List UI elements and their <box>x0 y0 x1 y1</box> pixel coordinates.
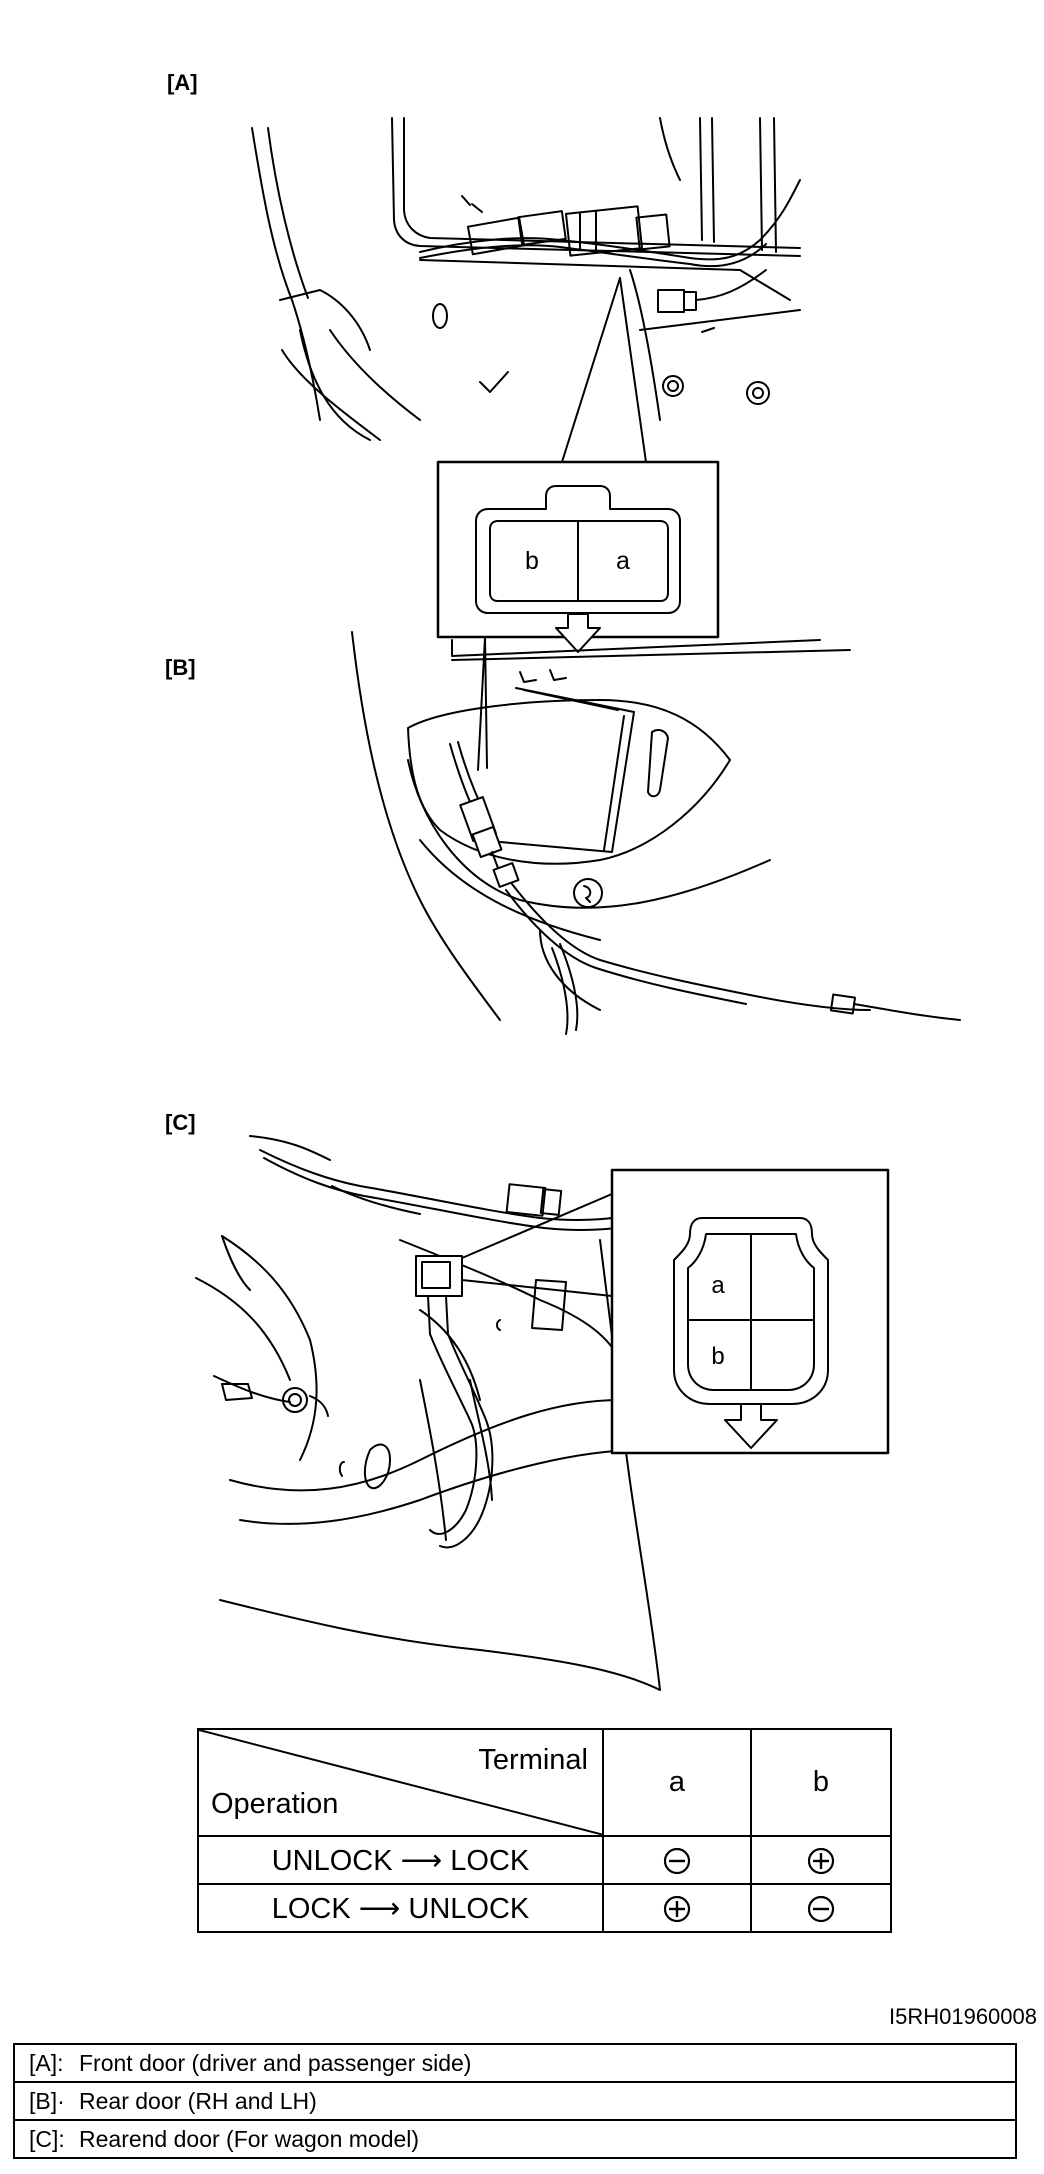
plus-circle-icon <box>807 1847 835 1874</box>
row-operation-lock-to-unlock: LOCK ⟶ UNLOCK <box>197 1883 604 1933</box>
panel-a-label: [A] <box>167 70 198 95</box>
table-row: UNLOCK ⟶ LOCK <box>197 1835 892 1885</box>
legend-cell: [C]: Rearend door (For wagon model) <box>13 2119 1017 2159</box>
panel-c-label: [C] <box>165 1110 196 1135</box>
panel-b-label: [B] <box>165 655 196 680</box>
legend-text: Rearend door (For wagon model) <box>79 2125 420 2152</box>
connector-c-pin-a: a <box>711 1272 725 1299</box>
rear-door-drawing <box>351 631 961 1035</box>
legend-table: [A]: Front door (driver and passenger sid… <box>13 2043 1017 2159</box>
legend-key: [B]· <box>29 2087 65 2114</box>
header-operation-label: Operation <box>211 1788 339 1820</box>
front-door-drawing <box>251 117 801 463</box>
header-col-a: a <box>602 1728 752 1837</box>
figure-code: I5RH01960008 <box>888 2004 1037 2029</box>
row2-terminal-b-cell <box>750 1883 892 1933</box>
legend-cell: [B]· Rear door (RH and LH) <box>13 2081 1017 2121</box>
plus-circle-icon <box>663 1895 691 1922</box>
connector-c-pin-b: b <box>711 1343 724 1370</box>
row-operation-unlock-to-lock: UNLOCK ⟶ LOCK <box>197 1835 604 1885</box>
rearend-door-drawing <box>195 1135 661 1691</box>
door-wiring-illustration: b a <box>195 117 961 1691</box>
legend-row: [A]: Front door (driver and passenger sid… <box>13 2043 1017 2083</box>
table-row: LOCK ⟶ UNLOCK <box>197 1883 892 1933</box>
legend-text: Front door (driver and passenger side) <box>79 2049 472 2076</box>
legend-text: Rear door (RH and LH) <box>79 2087 317 2114</box>
connector-a-callout: b a <box>436 460 720 653</box>
terminal-operation-table: Terminal Operation a b UNLOCK ⟶ LOCK LOC… <box>197 1728 892 1933</box>
row2-terminal-a-cell <box>602 1883 752 1933</box>
header-col-b: b <box>750 1728 892 1837</box>
row1-terminal-b-cell <box>750 1835 892 1885</box>
legend-row: [B]· Rear door (RH and LH) <box>13 2081 1017 2121</box>
legend-row: [C]: Rearend door (For wagon model) <box>13 2119 1017 2159</box>
table-header-row: Terminal Operation a b <box>197 1728 892 1837</box>
legend-key: [C]: <box>29 2125 65 2152</box>
legend-cell: [A]: Front door (driver and passenger sid… <box>13 2043 1017 2083</box>
minus-circle-icon <box>663 1847 691 1874</box>
connector-a-pin-a: a <box>616 547 630 575</box>
connector-a-pin-b: b <box>525 547 539 575</box>
table-header-diagonal-cell: Terminal Operation <box>197 1728 604 1837</box>
row1-terminal-a-cell <box>602 1835 752 1885</box>
header-diagonal-line <box>199 1730 604 1835</box>
legend-key: [A]: <box>29 2049 64 2076</box>
minus-circle-icon <box>807 1895 835 1922</box>
connector-c-callout: a b <box>610 1168 890 1455</box>
header-terminal-label: Terminal <box>478 1744 588 1776</box>
